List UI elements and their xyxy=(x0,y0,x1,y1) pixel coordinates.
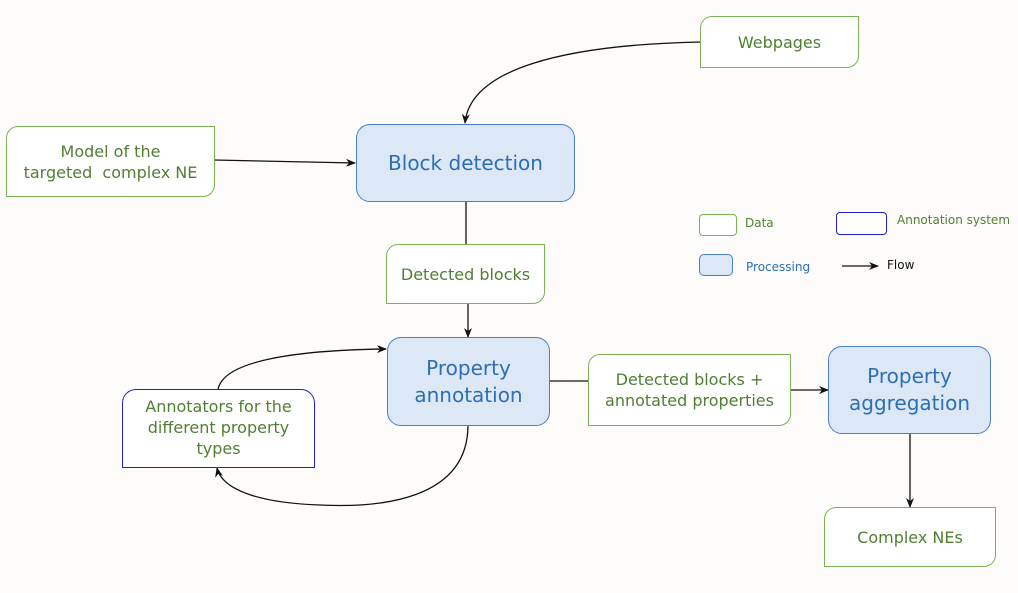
node-property-aggregation-line-2: aggregation xyxy=(849,391,970,415)
legend-data-label: Data xyxy=(745,216,774,230)
node-property-annotation: Property annotation xyxy=(387,337,550,426)
legend-data-swatch xyxy=(699,214,737,236)
node-dba-line-1: Detected blocks + xyxy=(615,370,764,389)
node-dba-line-2: annotated properties xyxy=(605,391,774,410)
node-block-detection-label: Block detection xyxy=(388,150,543,175)
node-detected-blocks-label: Detected blocks xyxy=(400,264,531,284)
node-annotators: Annotators for the different property ty… xyxy=(122,389,315,468)
node-model-label-line-2: targeted complex NE xyxy=(23,162,198,182)
node-model-label-line-1: Model of the xyxy=(60,141,161,161)
node-property-annotation-line-2: annotation xyxy=(414,382,523,407)
legend-flow-label: Flow xyxy=(887,258,915,272)
node-complex-nes: Complex NEs xyxy=(824,507,996,567)
legend-processing-label: Processing xyxy=(746,260,811,274)
node-annotators-line-3: types xyxy=(196,439,241,458)
node-property-aggregation: Property aggregation xyxy=(828,346,991,434)
legend-annotation-system-label: Annotation system xyxy=(897,213,1011,227)
node-property-annotation-line-1: Property xyxy=(426,355,511,380)
node-annotators-line-2: different property xyxy=(147,418,290,437)
node-model-of-targeted-complex-ne: Model of the targeted complex NE xyxy=(6,126,215,197)
node-detected-blocks-annotated-properties: Detected blocks + annotated properties xyxy=(588,354,791,426)
node-annotators-line-1: Annotators for the xyxy=(145,397,292,416)
edge-annotators-to-property-annotation xyxy=(217,345,387,391)
node-webpages: Webpages xyxy=(700,16,859,68)
node-webpages-label: Webpages xyxy=(737,32,822,52)
node-complex-nes-label: Complex NEs xyxy=(857,527,963,547)
edge-property-annotation-to-annotators xyxy=(215,424,469,507)
edge-model-to-block-detection xyxy=(213,158,356,167)
node-block-detection: Block detection xyxy=(356,124,575,202)
edge-webpages-to-block-detection xyxy=(461,41,701,124)
node-detected-blocks: Detected blocks xyxy=(386,244,545,304)
node-property-aggregation-line-1: Property xyxy=(867,364,952,388)
legend-annotation-system-swatch xyxy=(836,212,887,235)
legend-processing-swatch xyxy=(699,254,733,276)
